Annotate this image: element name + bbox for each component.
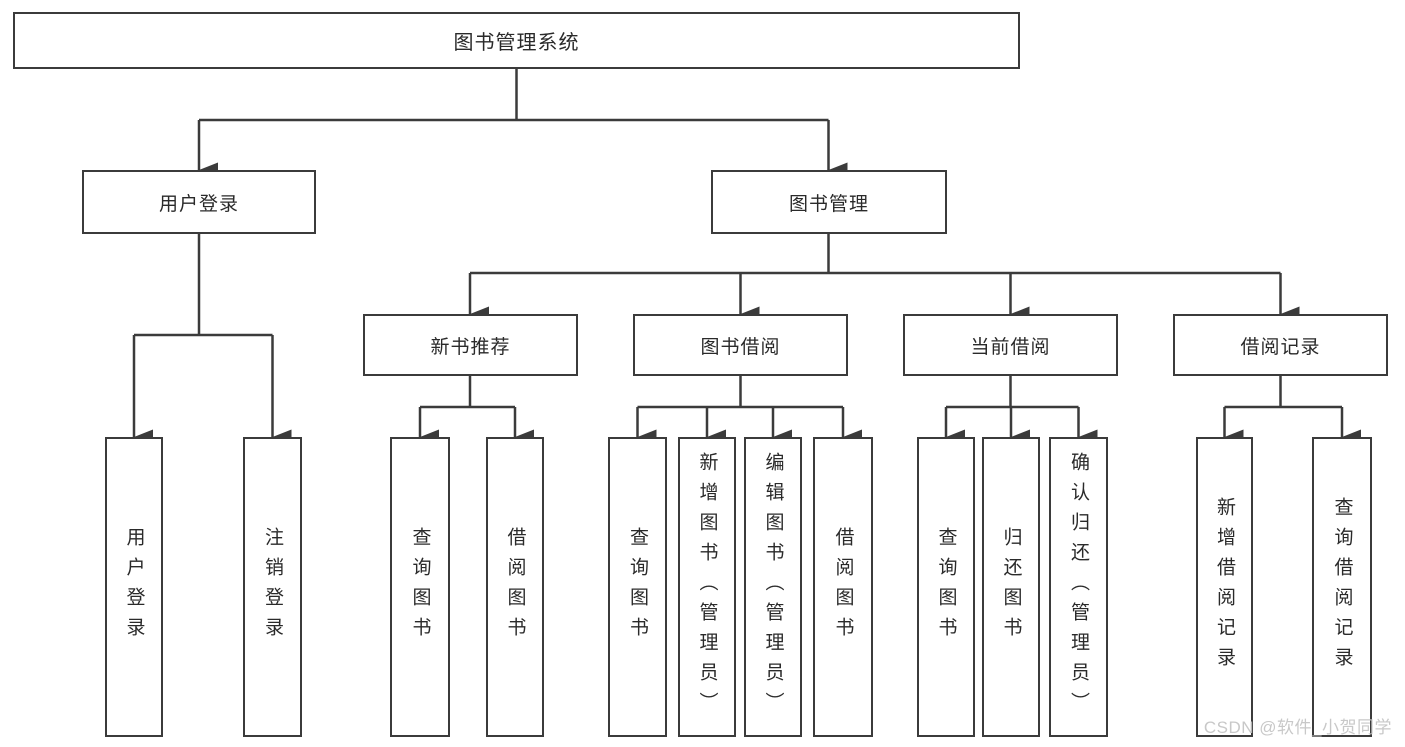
node-label: 借阅图书 [504,527,526,647]
node-label: 查询借阅记录 [1331,497,1353,677]
node-label: 查询图书 [627,527,648,647]
node-label: 借阅图书 [832,527,854,647]
node-edit-books-admin: 编辑图书（管理员） [744,437,802,737]
node-label: 用户登录 [158,193,239,215]
node-label: 查询图书 [409,527,431,647]
node-query-books-borrow: 查询图书 [608,437,667,737]
node-label: 新书推荐 [430,336,511,358]
node-label: 查询图书 [935,527,957,647]
node-label: 用户登录 [123,527,145,647]
node-label: 图书管理系统 [453,32,580,54]
node-borrow-books-leaf: 借阅图书 [813,437,873,737]
edge-userlogin-bar [134,234,273,337]
node-label: 当前借阅 [970,336,1051,358]
node-query-borrow-record: 查询借阅记录 [1312,437,1372,737]
node-user-login: 用户登录 [82,170,316,234]
node-label: 图书管理 [788,193,869,215]
edge-records-bar [1224,376,1342,409]
node-query-books-current: 查询图书 [917,437,975,737]
node-add-borrow-record: 新增借阅记录 [1196,437,1253,737]
node-return-books: 归还图书 [982,437,1040,737]
node-new-book-recommend: 新书推荐 [363,314,578,376]
node-label: 归还图书 [1000,527,1022,647]
node-system-root: 图书管理系统 [13,12,1020,69]
node-current-borrow: 当前借阅 [903,314,1118,376]
node-label: 图书借阅 [700,336,781,358]
edge-root-bar [199,69,829,122]
node-book-borrow: 图书借阅 [633,314,848,376]
node-borrow-records: 借阅记录 [1173,314,1388,376]
node-query-books-recommend: 查询图书 [390,437,450,737]
csdn-watermark: CSDN @软件_小贺同学 [1203,718,1392,737]
node-label: 注销登录 [262,527,283,647]
edge-borrow-bar [637,376,843,409]
node-label: 借阅记录 [1240,336,1321,358]
node-add-books-admin: 新增图书（管理员） [678,437,736,737]
node-label: 新增图书（管理员） [696,452,718,722]
edge-newbook-bar [420,376,515,409]
node-book-management: 图书管理 [711,170,947,234]
node-label: 新增借阅记录 [1214,497,1235,677]
edge-bookmgmt-bar [470,234,1281,275]
node-label: 编辑图书（管理员） [762,452,784,722]
edge-current-bar [946,376,1079,409]
node-label: 确认归还（管理员） [1068,452,1089,722]
node-confirm-return-admin: 确认归还（管理员） [1049,437,1108,737]
node-user-login-leaf: 用户登录 [105,437,163,737]
node-logout: 注销登录 [243,437,302,737]
node-borrow-books-recommend: 借阅图书 [486,437,544,737]
